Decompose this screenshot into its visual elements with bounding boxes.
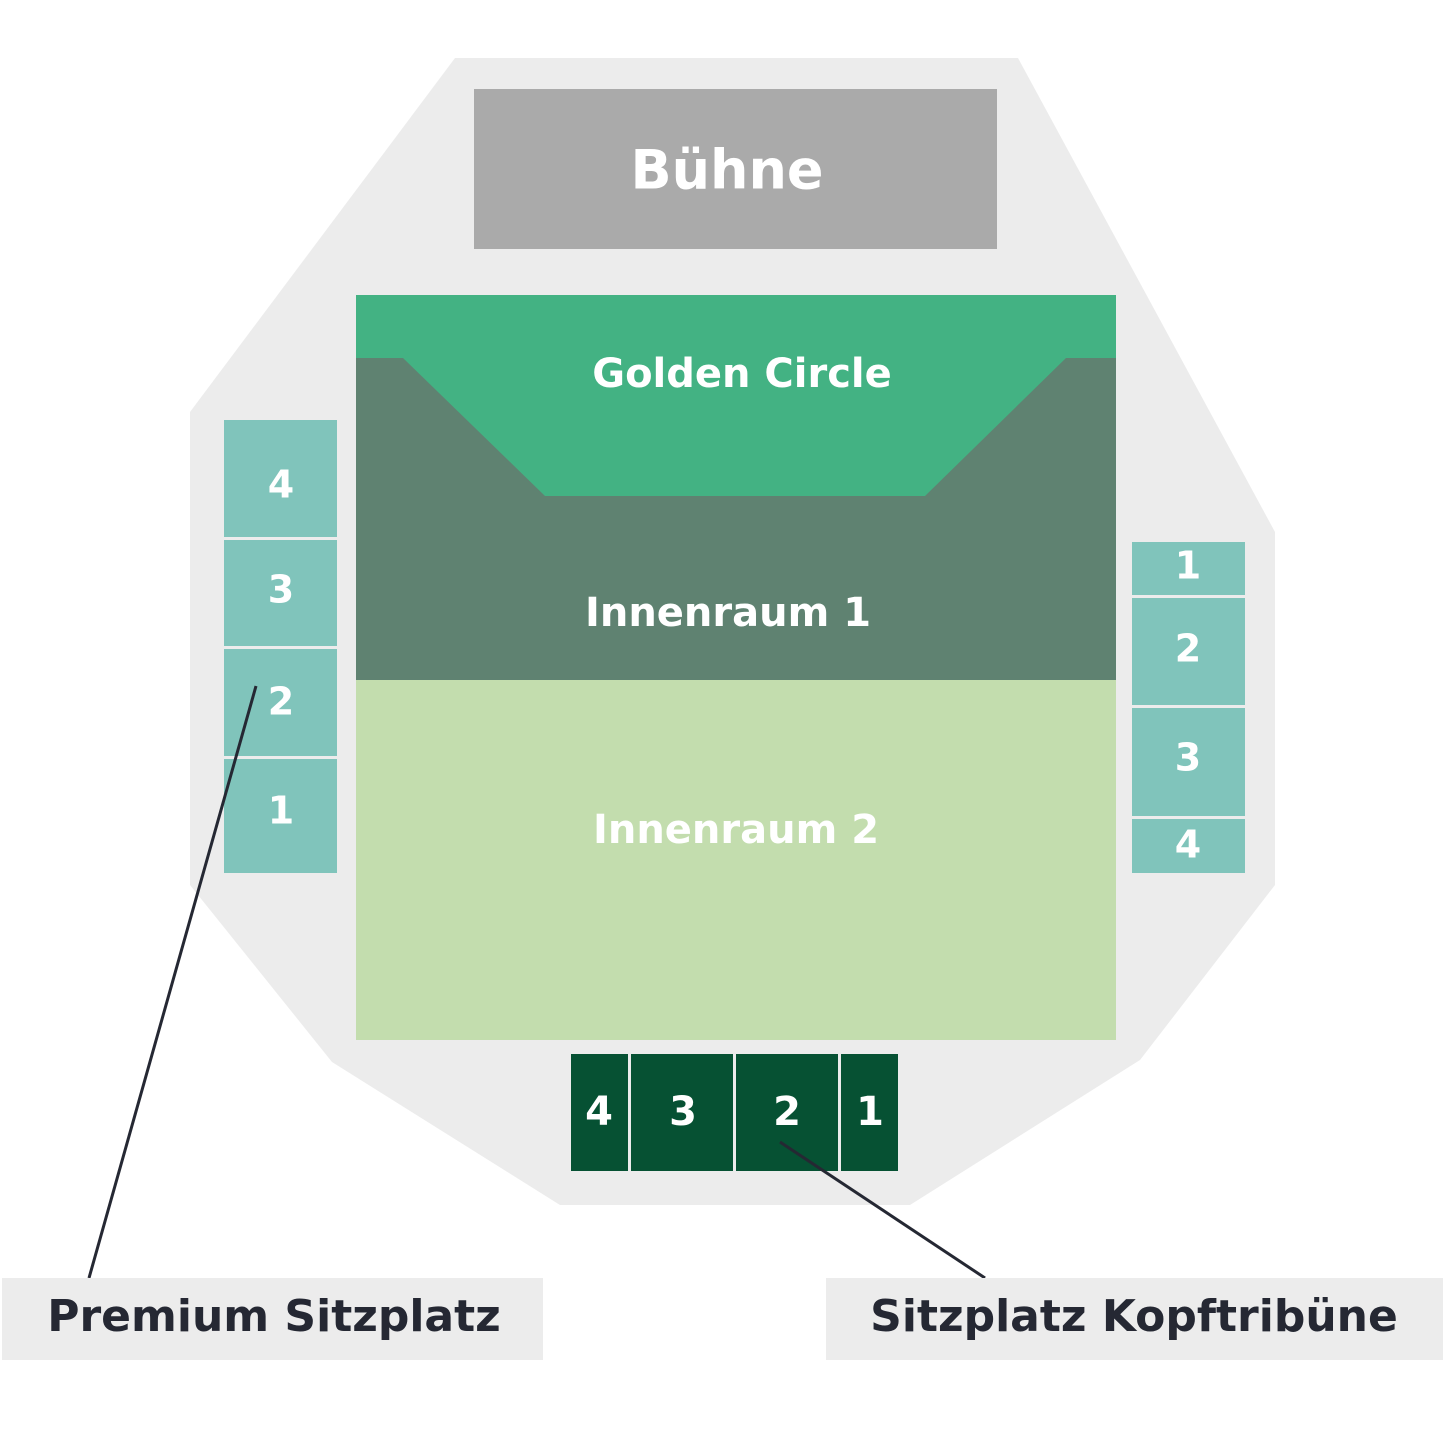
bottom-section[interactable]: 3: [631, 1054, 733, 1171]
right-section[interactable]: 3: [1132, 708, 1245, 816]
right-section-label: 4: [1175, 823, 1201, 867]
bottom-section-label: 3: [669, 1089, 697, 1135]
left-section[interactable]: 3: [224, 540, 337, 646]
left-section-label: 3: [268, 568, 294, 612]
bottom-section[interactable]: 1: [841, 1054, 898, 1171]
left-section[interactable]: 1: [224, 759, 337, 873]
golden-circle-label: Golden Circle: [592, 351, 892, 397]
innenraum-1-label: Innenraum 1: [585, 590, 871, 636]
innenraum-2-label: Innenraum 2: [593, 807, 879, 853]
stage[interactable]: Bühne: [474, 89, 997, 249]
right-seating-block: 1 2 3 4: [1132, 542, 1245, 873]
left-section-label: 2: [268, 680, 294, 724]
zone-innenraum-2[interactable]: Innenraum 2: [356, 680, 1116, 1040]
zone-golden-circle[interactable]: Golden Circle: [356, 295, 1116, 496]
bottom-section-label: 1: [856, 1089, 884, 1135]
left-seating-block: 4 3 2 1: [224, 420, 337, 873]
bottom-section[interactable]: 2: [736, 1054, 838, 1171]
kopftribuene-callout-label: Sitzplatz Kopftribüne: [870, 1291, 1398, 1342]
bottom-section-label: 4: [585, 1089, 613, 1135]
bottom-seating-block: 4 3 2 1: [571, 1054, 898, 1171]
left-section-label: 1: [268, 789, 294, 833]
right-section-label: 1: [1175, 544, 1201, 588]
premium-callout: Premium Sitzplatz: [2, 1278, 543, 1360]
kopftribuene-callout-line: [779, 1140, 986, 1280]
premium-callout-label: Premium Sitzplatz: [47, 1291, 501, 1342]
left-section-label: 4: [268, 463, 294, 507]
right-section-label: 2: [1175, 627, 1201, 671]
right-section[interactable]: 4: [1132, 819, 1245, 873]
right-section[interactable]: 2: [1132, 598, 1245, 705]
kopftribuene-callout: Sitzplatz Kopftribüne: [826, 1278, 1443, 1360]
bottom-section-label: 2: [773, 1089, 801, 1135]
right-section[interactable]: 1: [1132, 542, 1245, 595]
left-section[interactable]: 4: [224, 420, 337, 537]
right-section-label: 3: [1175, 736, 1201, 780]
premium-callout-line: [87, 685, 258, 1279]
stage-label: Bühne: [630, 139, 823, 202]
bottom-section[interactable]: 4: [571, 1054, 628, 1171]
